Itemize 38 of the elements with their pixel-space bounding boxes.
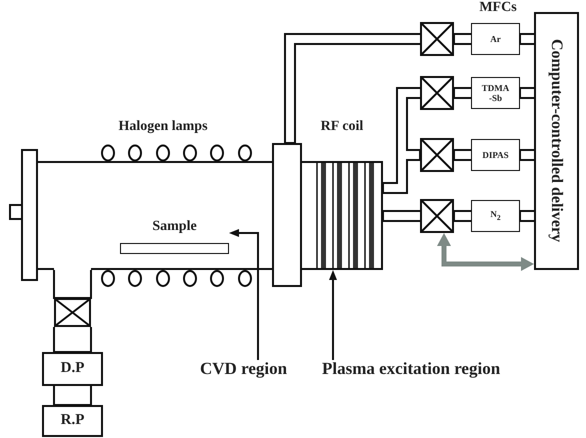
mass-flow-controller: N$_{2}$ [471, 200, 520, 232]
control-unit: Computer-controlled delivery [534, 12, 579, 270]
pointer-arrow [229, 229, 259, 360]
pointer-arrow [329, 270, 337, 360]
mass-flow-controller: TDMA -Sb [471, 77, 520, 109]
gas-pipe [382, 87, 421, 194]
reactor-tube [37, 161, 272, 270]
gas-pipe [519, 33, 535, 45]
gas-pipe [382, 210, 421, 222]
pump-unit: D.P [42, 352, 103, 386]
region-label: Plasma excitation region [322, 360, 500, 379]
mass-flow-controller: Ar [471, 23, 520, 55]
sample-label: Sample [152, 219, 197, 234]
valve-symbol [420, 199, 454, 233]
gas-pipe [453, 210, 472, 222]
gas-pipe [453, 87, 472, 99]
group-heading: MFCs [479, 0, 517, 16]
part-label: Halogen lamps [118, 119, 208, 134]
double-headed-arrow [437, 233, 534, 271]
region-label: CVD region [200, 360, 288, 379]
valve-symbol [420, 76, 454, 110]
gas-pipe [519, 87, 535, 99]
exhaust-pipe [53, 385, 92, 406]
exhaust-pipe [53, 326, 92, 353]
flange-block [272, 143, 302, 287]
valve-symbol [54, 298, 91, 327]
gas-pipe [284, 33, 421, 144]
gas-pipe [453, 33, 472, 45]
gas-pipe [453, 149, 472, 161]
mass-flow-controller: DIPAS [471, 139, 520, 171]
part-label: RF coil [320, 119, 364, 134]
valve-symbol [420, 138, 454, 172]
plasma-tube [302, 161, 383, 270]
gas-pipe [519, 149, 535, 161]
valve-symbol [420, 22, 454, 56]
pump-unit: R.P [42, 405, 103, 437]
gas-pipe [519, 210, 535, 222]
exhaust-pipe [53, 269, 92, 299]
